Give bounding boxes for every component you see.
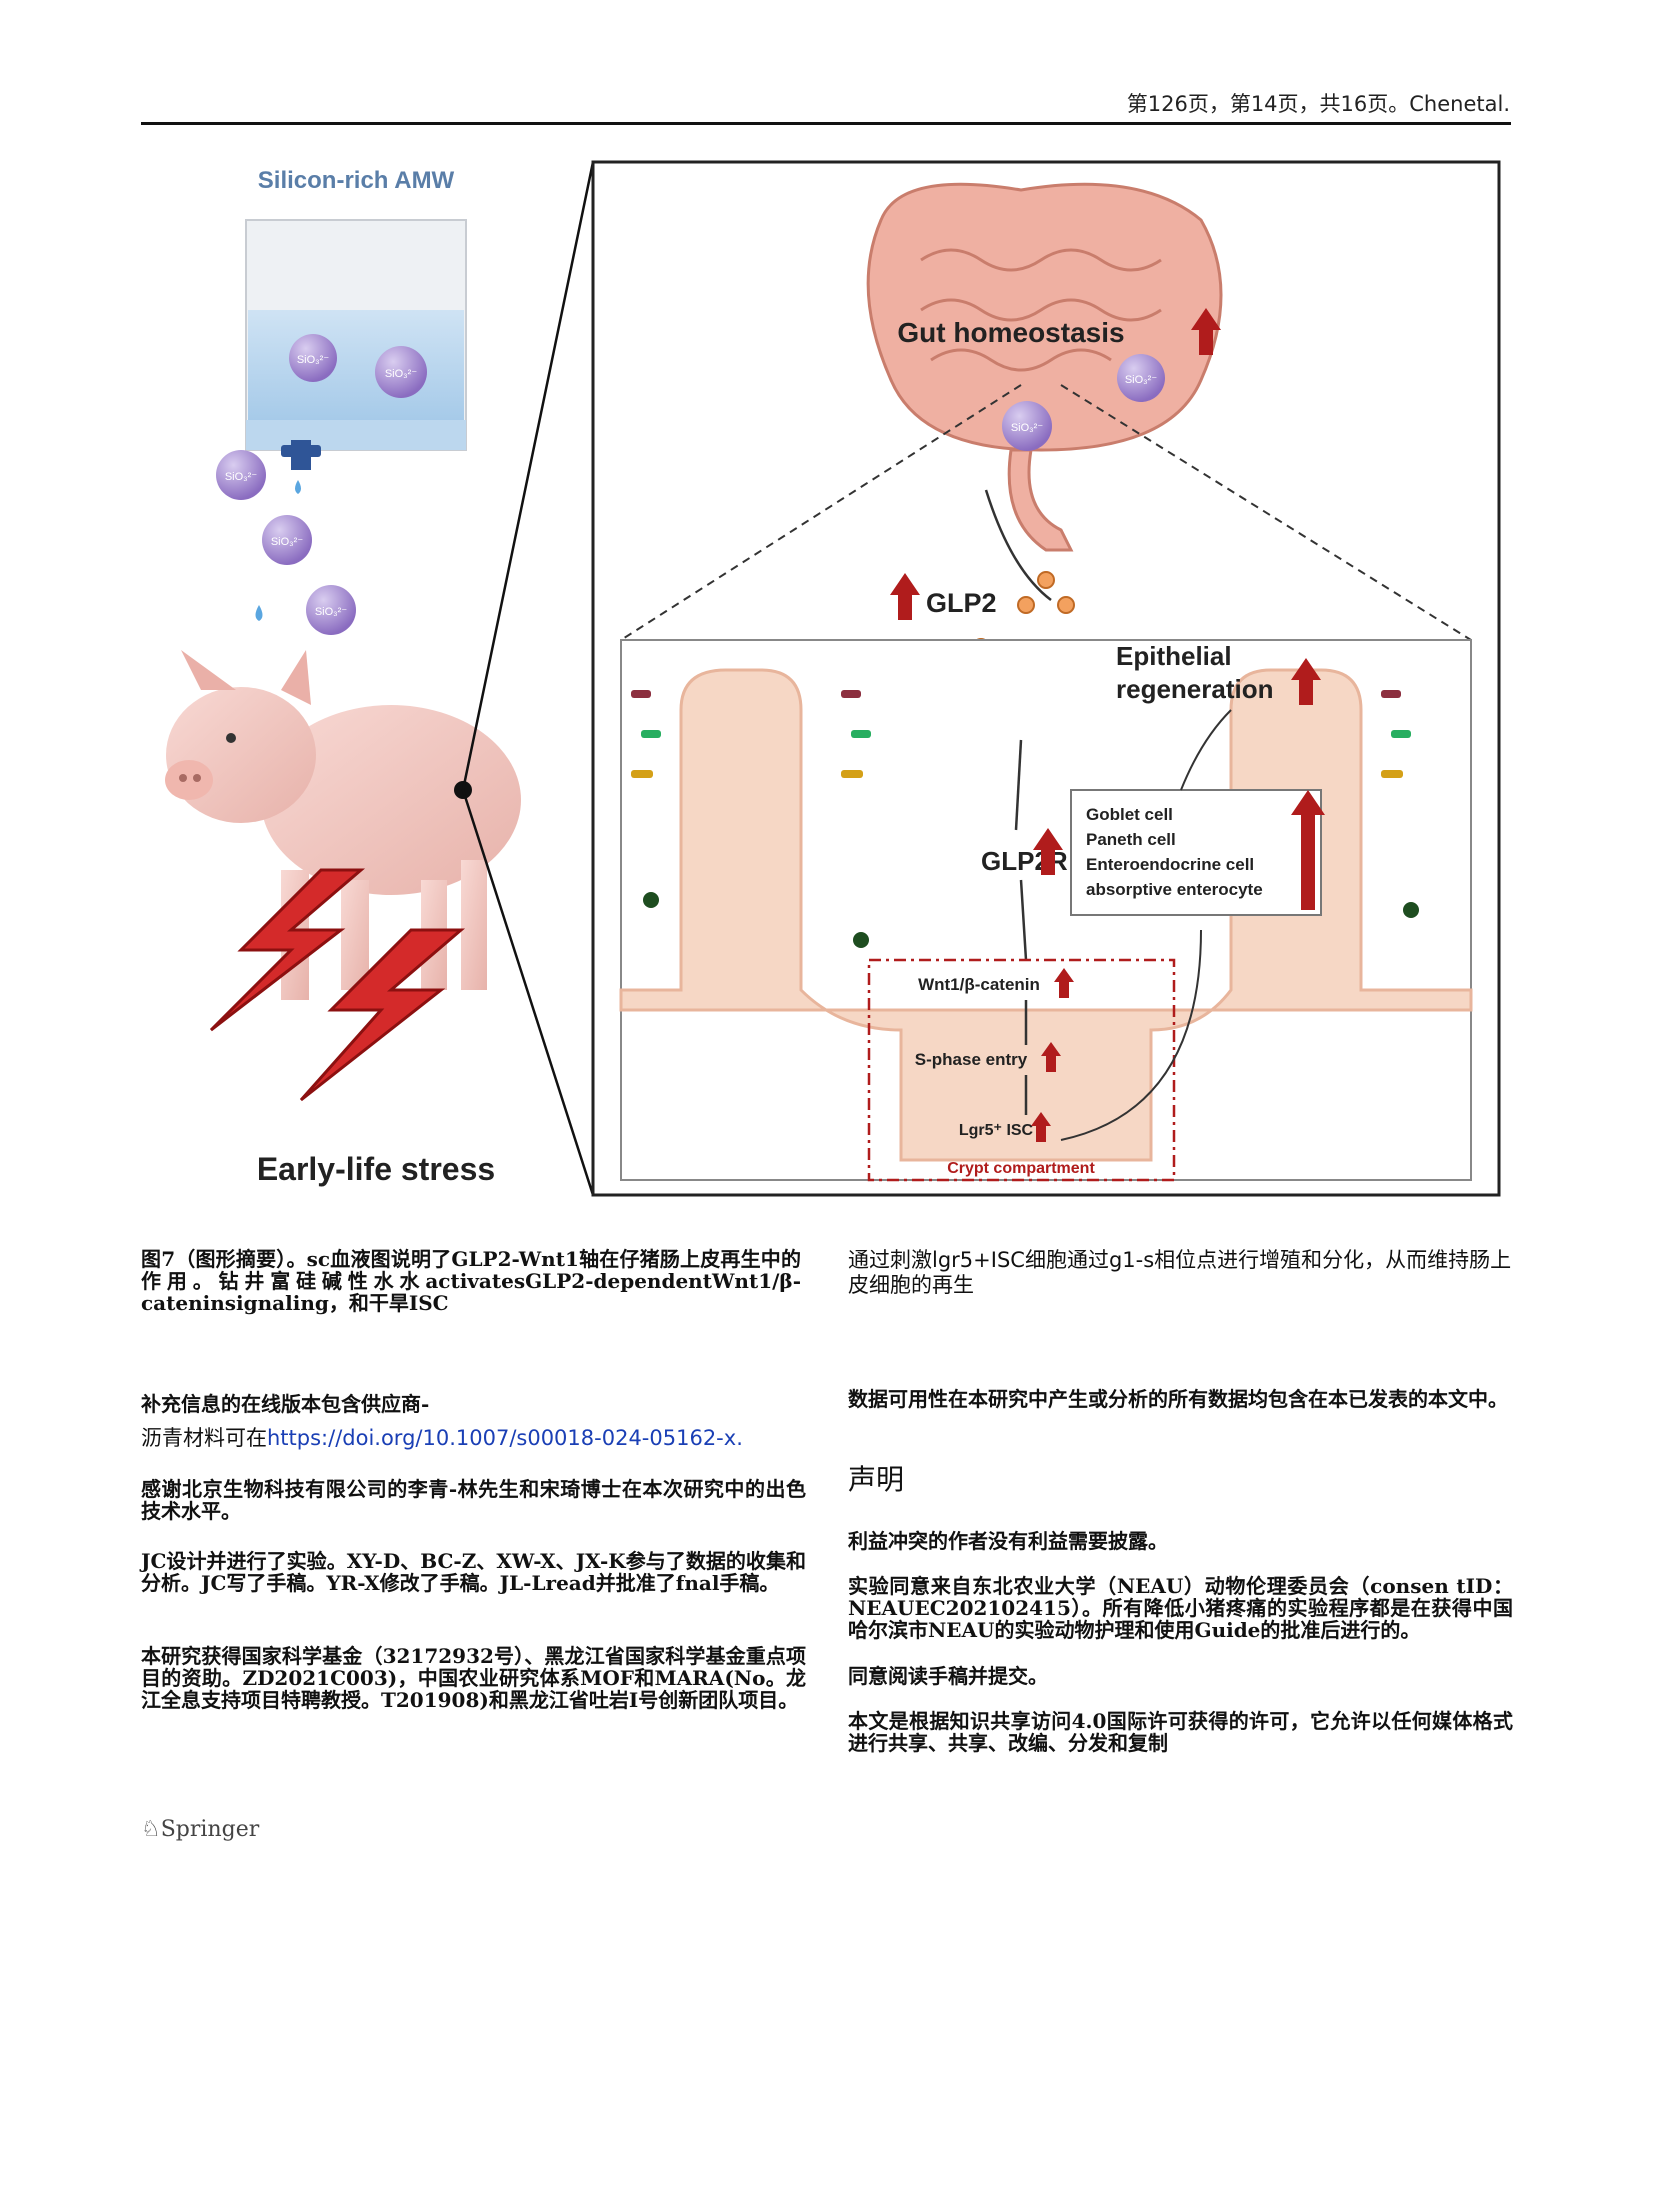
doi-link[interactable]: https://doi.org/10.1007/s00018-024-05162…	[267, 1426, 743, 1450]
sio-bubble: SiO₃²⁻	[375, 346, 427, 398]
drop-icon	[255, 605, 263, 621]
figure-caption-right: 通过刺激lgr5+ISC细胞通过g1-s相位点进行增殖和分化，从而维持肠上皮细胞…	[848, 1248, 1512, 1297]
acknowledgements: 感谢北京生物科技有限公司的李青-林先生和宋琦博士在本次研究中的出色技术水平。	[141, 1477, 806, 1523]
license: 本文是根据知识共享访问4.0国际许可获得的许可，它允许以任何媒体格式进行共享、共…	[848, 1709, 1513, 1755]
gut-homeostasis-label: Gut homeostasis	[897, 317, 1124, 348]
supplementary-info: 补充信息的在线版本包含供应商-	[141, 1392, 430, 1416]
supplementary-prefix: 沥青材料可在	[141, 1426, 267, 1450]
declarations-heading: 声明	[848, 1463, 905, 1496]
epithelial-label-line2: regeneration	[1116, 674, 1274, 704]
crypt-label: Crypt compartment	[947, 1160, 1095, 1177]
up-arrow-icon	[1031, 1112, 1051, 1142]
cell-type-item: Enteroendocrine cell	[1086, 855, 1254, 874]
springer-icon: ♘	[141, 1817, 161, 1842]
sio-bubble: SiO₃²⁻	[262, 515, 312, 565]
drop-icon	[295, 480, 301, 494]
sio-bubble: SiO₃²⁻	[306, 585, 356, 635]
up-arrow-icon	[1291, 658, 1321, 705]
crypt-compartment-box	[867, 958, 1176, 1182]
up-arrow-icon	[1054, 968, 1074, 998]
lgr5-label: Lgr5⁺ ISC	[959, 1122, 1034, 1139]
supplementary-link-line: 沥青材料可在https://doi.org/10.1007/s00018-024…	[141, 1422, 743, 1452]
up-arrow-icon	[1041, 1042, 1061, 1072]
stress-lightning-icon	[299, 928, 466, 1102]
sio-bubble: SiO₃²⁻	[1117, 354, 1165, 402]
sio-bubble: SiO₃²⁻	[1002, 401, 1052, 451]
dispenser-base	[246, 420, 466, 450]
author-contributions: JC设计并进行了实验。XY-D、BC-Z、XW-X、JX-K参与了数据的收集和分…	[141, 1549, 806, 1595]
up-arrow-icon	[1291, 790, 1325, 910]
publisher-name: Springer	[160, 1817, 260, 1842]
up-arrow-icon	[1033, 828, 1063, 875]
up-arrow-icon	[1191, 308, 1221, 355]
svg-text:SiO₃²⁻: SiO₃²⁻	[225, 471, 257, 483]
glp2-label: GLP2	[926, 588, 997, 618]
wnt-label: Wnt1/β-catenin	[918, 975, 1040, 994]
data-availability: 数据可用性在本研究中产生或分析的所有数据均包含在本已发表的本文中。	[848, 1387, 1508, 1411]
cell-type-item: Goblet cell	[1086, 805, 1173, 824]
silicon-label: Silicon-rich AMW	[258, 167, 455, 194]
svg-text:SiO₃²⁻: SiO₃²⁻	[385, 368, 417, 380]
figure-caption-left: 图7（图形摘要）。sc血液图说明了GLP2-Wnt1轴在仔猪肠上皮再生中的作用。…	[141, 1247, 801, 1315]
stress-lightning-icon	[209, 868, 366, 1032]
funding: 本研究获得国家科学基金（32172932号）、黑龙江省国家科学基金重点项目的资助…	[141, 1644, 806, 1712]
ethics-approval: 实验同意来自东北农业大学（NEAU）动物伦理委员会（consen tID：NEA…	[848, 1574, 1513, 1642]
up-arrow-icon	[890, 573, 920, 620]
consent: 同意阅读手稿并提交。	[848, 1664, 1048, 1688]
header-rule	[141, 122, 1511, 125]
publisher-logo: ♘Springer	[141, 1817, 259, 1842]
graphical-abstract-figure: Silicon-rich AMW SiO₃²⁻ SiO₃²⁻ SiO₃²⁻ Si…	[165, 160, 1501, 1197]
piglet-illustration	[165, 650, 521, 1000]
sphase-label: S-phase entry	[915, 1050, 1028, 1069]
sio-bubble: SiO₃²⁻	[216, 450, 266, 500]
bacteria-icons	[631, 690, 1419, 948]
sio-bubble: SiO₃²⁻	[289, 334, 337, 382]
cell-type-item: absorptive enterocyte	[1086, 880, 1263, 899]
svg-text:SiO₃²⁻: SiO₃²⁻	[1011, 422, 1043, 434]
conflict-of-interest: 利益冲突的作者没有利益需要披露。	[848, 1529, 1168, 1553]
svg-text:SiO₃²⁻: SiO₃²⁻	[315, 606, 347, 618]
cell-types-box	[1070, 789, 1322, 916]
stress-label: Early-life stress	[257, 1151, 495, 1187]
page-header: 第126页，第14页，共16页。Chenetal.	[1126, 92, 1510, 116]
svg-text:SiO₃²⁻: SiO₃²⁻	[271, 536, 303, 548]
epithelial-label-line1: Epithelial	[1116, 641, 1232, 671]
svg-text:SiO₃²⁻: SiO₃²⁻	[1125, 374, 1157, 386]
svg-text:SiO₃²⁻: SiO₃²⁻	[297, 354, 329, 366]
cell-type-item: Paneth cell	[1086, 830, 1176, 849]
